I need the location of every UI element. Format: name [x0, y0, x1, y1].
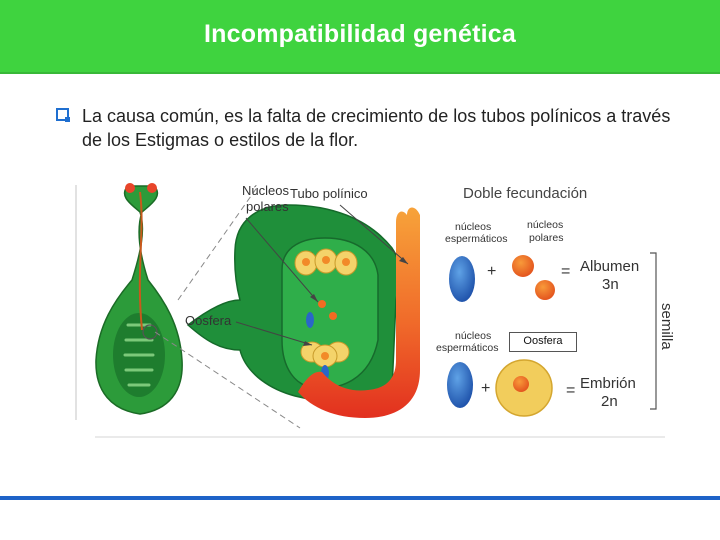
polar-nucleus-icon	[318, 300, 326, 308]
plus-sign: +	[487, 263, 496, 280]
pistil-shape	[95, 183, 183, 415]
label-nucleos-polares-2: polares	[246, 199, 289, 214]
arrow-oosfera	[235, 321, 313, 346]
egg-apparatus	[300, 341, 350, 368]
label-albumen-3n: 3n	[602, 276, 619, 293]
sperm-nucleus-icon	[447, 362, 473, 408]
label-nucleos-polares-small: núcleos	[527, 219, 563, 231]
bullet-text: La causa común, es la falta de crecimien…	[82, 106, 671, 150]
sperm-nucleus-icon	[449, 256, 475, 302]
label-tubo-polinico: Tubo polínico	[290, 186, 368, 201]
equals-sign: =	[561, 263, 570, 280]
polar-nucleus-icon	[512, 255, 534, 277]
arrow-nucleos-polares	[245, 217, 319, 303]
plus-sign: +	[481, 380, 490, 397]
zoom-line	[177, 185, 259, 301]
zoom-line	[154, 331, 301, 429]
pollen-grain-icon	[147, 183, 157, 193]
label-nucleos-polares: Núcleos	[242, 183, 289, 198]
ovule-shape	[186, 204, 400, 403]
antipodal-cells	[294, 248, 358, 276]
label-albumen: Albumen	[580, 258, 639, 275]
label-embrion: Embrión	[580, 375, 636, 392]
label-nucleos-espermaticos-bottom: núcleos	[455, 330, 491, 342]
equals-sign: =	[566, 382, 575, 399]
label-espermaticos-top: espermáticos	[445, 233, 507, 245]
label-embrion-2n: 2n	[601, 393, 618, 410]
label-semilla: semilla	[658, 303, 675, 350]
title-bar: Incompatibilidad genética	[0, 0, 720, 74]
bottom-accent-line	[0, 496, 720, 500]
pollen-grain-icon	[125, 183, 135, 193]
slide-title: Incompatibilidad genética	[204, 20, 516, 48]
label-espermaticos-bottom: espermáticos	[436, 342, 498, 354]
polar-nucleus-icon	[329, 312, 337, 320]
arrow-tubo-polinico	[339, 204, 409, 265]
polar-nucleus-icon	[535, 280, 555, 300]
label-polares-small: polares	[529, 232, 563, 244]
label-nucleos-espermaticos-top: núcleos	[455, 221, 491, 233]
pollen-tube-shape	[298, 207, 420, 418]
label-doble-fecundacion: Doble fecundación	[463, 185, 587, 202]
label-oosfera: Oosfera	[185, 313, 232, 328]
seed-bracket	[650, 252, 657, 410]
oosfera-callout: Oosfera	[509, 332, 577, 352]
sperm-nucleus-icon	[306, 312, 314, 328]
checkbox-bullet-icon	[56, 108, 70, 122]
